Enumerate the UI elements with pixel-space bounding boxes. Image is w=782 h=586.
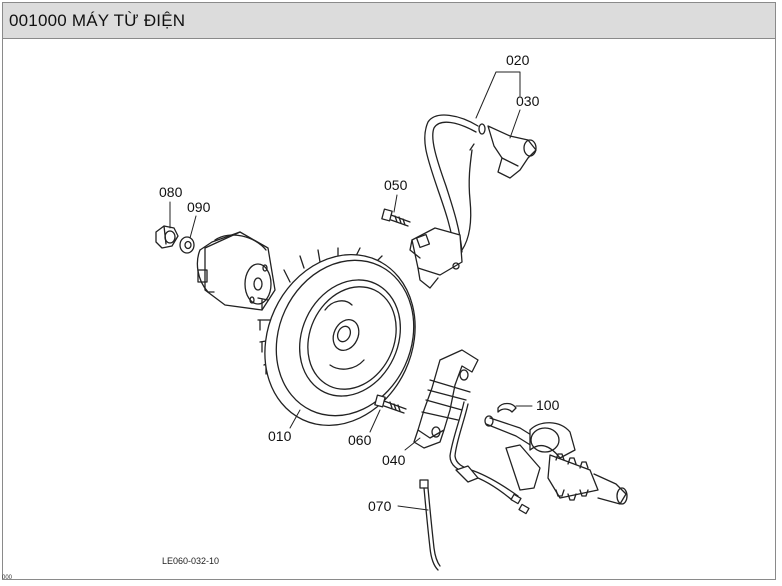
callout-040[interactable]: 040 [382, 452, 406, 468]
part-010-flywheel[interactable] [238, 230, 443, 450]
starter-cup [196, 231, 276, 311]
part-060-bolt[interactable] [374, 394, 407, 414]
callout-050[interactable]: 050 [384, 177, 408, 193]
diagram-frame: 001000 MÁY TỪ ĐIỆN [2, 2, 776, 580]
callout-060[interactable]: 060 [348, 432, 372, 448]
footer-text: 000 [2, 575, 13, 581]
callout-030[interactable]: 030 [516, 93, 540, 109]
part-050-bolt[interactable] [381, 208, 411, 227]
part-070-cable-tie[interactable] [419, 479, 441, 571]
part-080-nut[interactable] [155, 225, 179, 249]
part-020-ignition-coil[interactable] [409, 114, 486, 289]
page-title: 001000 MÁY TỪ ĐIỆN [9, 11, 186, 30]
part-030-plug-cap[interactable] [487, 125, 537, 179]
callout-070[interactable]: 070 [368, 498, 392, 514]
part-100-key[interactable] [497, 402, 517, 413]
callout-090[interactable]: 090 [187, 199, 211, 215]
part-040-charge-coil[interactable] [413, 349, 530, 515]
figure-code: LE060-032-10 [162, 556, 219, 566]
crankshaft [484, 415, 628, 505]
callout-080[interactable]: 080 [159, 184, 183, 200]
callout-020[interactable]: 020 [506, 52, 530, 68]
title-bar: 001000 MÁY TỪ ĐIỆN [3, 3, 775, 39]
part-090-washer[interactable] [179, 236, 195, 254]
leader-lines [169, 71, 533, 511]
callout-010[interactable]: 010 [268, 428, 292, 444]
callout-100[interactable]: 100 [536, 397, 560, 413]
